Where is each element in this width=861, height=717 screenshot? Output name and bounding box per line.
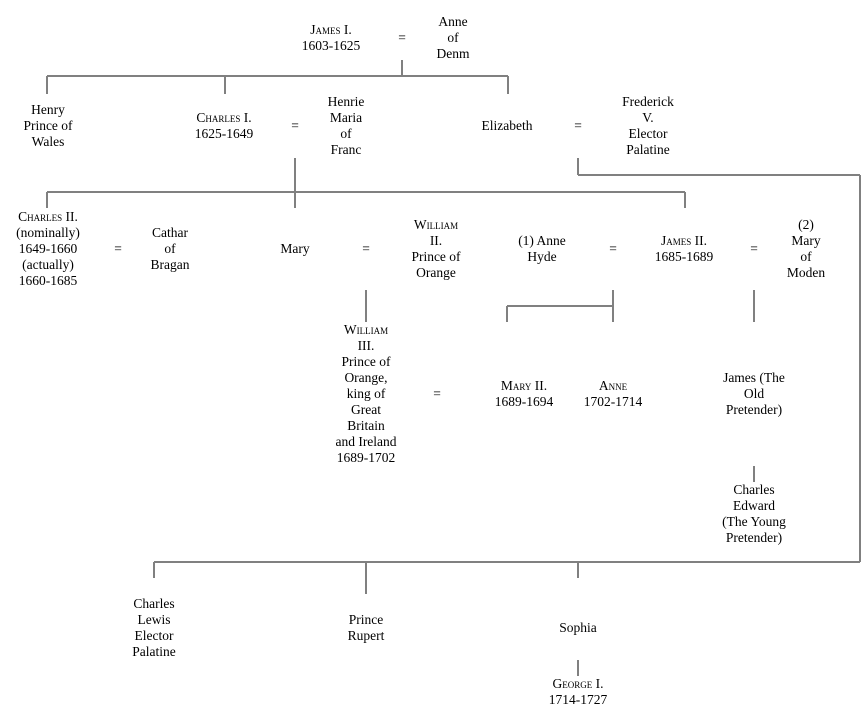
person-name: Mary II. bbox=[500, 378, 548, 393]
person-dates: 1603-1625 bbox=[301, 38, 361, 53]
person-elizabeth: Elizabeth bbox=[481, 118, 533, 133]
person-henrietta-maria: Henrie Maria of Franc bbox=[327, 94, 365, 157]
person-dates: 1689-1694 bbox=[494, 394, 554, 409]
person-sophia: Sophia bbox=[559, 620, 597, 635]
person-charles-lewis: Charles Lewis Elector Palatine bbox=[132, 596, 176, 659]
person-name: Anne bbox=[598, 378, 628, 393]
person-anne-hyde: (1) Anne Hyde bbox=[518, 233, 566, 264]
marriage-symbol: = bbox=[114, 241, 122, 256]
person-catherine-of-braganza: Cathar of Bragan bbox=[150, 225, 190, 272]
person-charles-ii: Charles II. (nominally) 1649-1660 (actua… bbox=[8, 209, 88, 289]
marriage-symbol: = bbox=[398, 30, 406, 45]
person-william-iii: William III. Prince of Orange, king of G… bbox=[326, 322, 406, 466]
person-name: William bbox=[413, 217, 459, 232]
person-dates: 1714-1727 bbox=[548, 692, 608, 707]
person-prince-rupert: Prince Rupert bbox=[347, 612, 385, 643]
person-mary-of-modena: (2) Mary of Moden bbox=[786, 217, 826, 280]
person-name: George I. bbox=[552, 676, 604, 691]
person-name: James I. bbox=[310, 22, 352, 37]
person-mary: Mary bbox=[280, 241, 310, 256]
person-name: Charles I. bbox=[196, 110, 252, 125]
marriage-symbol: = bbox=[609, 241, 617, 256]
marriage-symbol: = bbox=[750, 241, 758, 256]
person-anne: Anne 1702-1714 bbox=[576, 378, 650, 410]
marriage-symbol: = bbox=[574, 118, 582, 133]
marriage-symbol: = bbox=[291, 118, 299, 133]
person-mary-ii: Mary II. 1689-1694 bbox=[486, 378, 562, 410]
person-dates: 1625-1649 bbox=[194, 126, 254, 141]
person-william-ii: William II. Prince of Orange bbox=[400, 217, 472, 281]
person-charles-i: Charles I. 1625-1649 bbox=[186, 110, 262, 142]
person-dates: 1702-1714 bbox=[583, 394, 643, 409]
marriage-symbol: = bbox=[433, 386, 441, 401]
person-james-ii: James II. 1685-1689 bbox=[646, 233, 722, 265]
person-old-pretender: James (The Old Pretender) bbox=[723, 370, 785, 417]
person-charles-edward: Charles Edward (The Young Pretender) bbox=[722, 482, 786, 545]
person-dates: 1685-1689 bbox=[654, 249, 714, 264]
person-george-i: George I. 1714-1727 bbox=[538, 676, 618, 708]
person-henry: Henry Prince of Wales bbox=[23, 102, 73, 149]
marriage-symbol: = bbox=[362, 241, 370, 256]
person-name: William bbox=[343, 322, 389, 337]
person-name: James II. bbox=[661, 233, 707, 248]
person-name: Charles II. bbox=[18, 209, 78, 224]
person-james-i: James I. 1603-1625 bbox=[295, 22, 367, 54]
person-frederick-v: Frederick V. Elector Palatine bbox=[622, 94, 674, 157]
person-anne-of-denmark: Anne of Denm bbox=[436, 14, 470, 61]
